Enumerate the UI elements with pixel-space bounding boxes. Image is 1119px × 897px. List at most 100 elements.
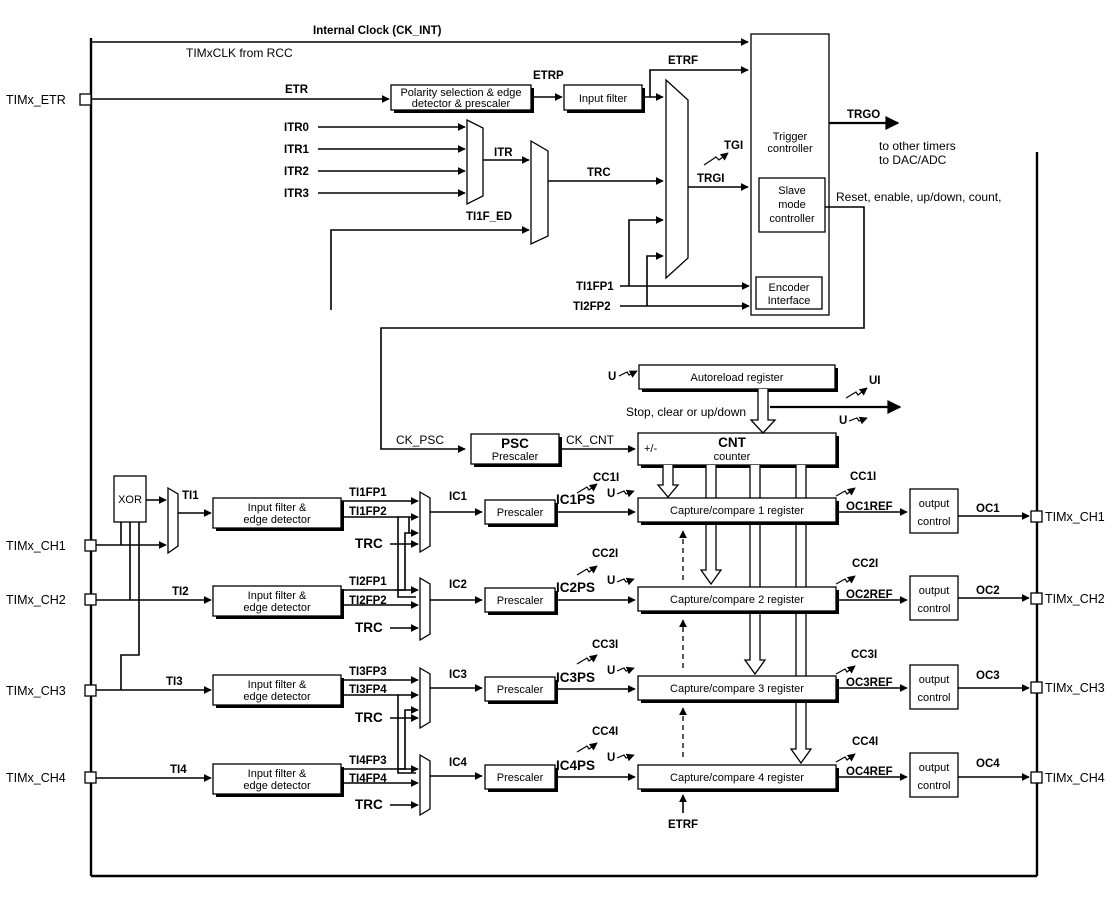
channel-2: TI2 Input filter & edge detector TI2FP1 … bbox=[96, 529, 1105, 642]
ck-cnt-label: CK_CNT bbox=[566, 433, 615, 447]
xor-section: XOR TI1 bbox=[96, 475, 212, 691]
outctl4-label-b: control bbox=[917, 780, 950, 792]
oc3ref-label: OC3REF bbox=[846, 677, 893, 689]
timx-etr-pin[interactable] bbox=[79, 93, 92, 106]
outctl1-label-a: output bbox=[919, 498, 950, 510]
cc3-register-label: Capture/compare 3 register bbox=[670, 683, 804, 695]
trc3-label: TRC bbox=[355, 710, 383, 725]
stop-clear-label: Stop, clear or up/down bbox=[626, 405, 746, 419]
ti4fp3-label: TI4FP3 bbox=[349, 755, 387, 767]
input-filter-label: Input filter bbox=[579, 93, 628, 105]
itr0-label: ITR0 bbox=[284, 122, 309, 134]
timx-ch2-out-label: TIMx_CH2 bbox=[1045, 592, 1105, 606]
tgi-lightning-icon bbox=[703, 152, 729, 166]
psc-label-2: Prescaler bbox=[492, 451, 539, 463]
timx-ch3-in-pin[interactable] bbox=[84, 684, 97, 697]
polarity-label-1: Polarity selection & edge bbox=[400, 87, 521, 99]
output-control-4-block bbox=[909, 752, 959, 798]
autoreload-label: Autoreload register bbox=[691, 372, 784, 384]
timx-ch2-in-pin[interactable] bbox=[84, 593, 97, 606]
timx-ch1-out-pin[interactable] bbox=[1030, 510, 1043, 523]
polarity-label-2: detector & prescaler bbox=[412, 98, 511, 110]
oc1-label: OC1 bbox=[976, 503, 1000, 515]
output-control-2-block bbox=[909, 575, 959, 621]
cc1i-out-label: CC1I bbox=[850, 471, 876, 483]
ti1-label: TI1 bbox=[182, 490, 199, 502]
outctl2-label-a: output bbox=[919, 585, 950, 597]
ti1fp1-enc-label: TI1FP1 bbox=[576, 281, 614, 293]
prescaler3-label: Prescaler bbox=[497, 684, 544, 696]
cc2i-out-label: CC2I bbox=[852, 558, 878, 570]
cc4i-out-lightning-icon bbox=[835, 753, 856, 763]
trc-mux bbox=[530, 139, 549, 246]
ifed2-label-b: edge detector bbox=[243, 602, 311, 614]
ti2fp2-label: TI2FP2 bbox=[349, 595, 387, 607]
itr-mux-section: ITR0 ITR1 ITR2 ITR3 ITR TI1F_ED bbox=[284, 118, 549, 310]
timx-ch4-in-pin[interactable] bbox=[84, 771, 97, 784]
cc1-register-label: Capture/compare 1 register bbox=[670, 505, 804, 517]
prescaler3-block bbox=[484, 676, 556, 702]
trgi-mux bbox=[665, 78, 689, 280]
prescaler4-label: Prescaler bbox=[497, 772, 544, 784]
channel-3: TI3 Input filter & edge detector TI3FP3 … bbox=[121, 639, 1105, 774]
trc2-label: TRC bbox=[355, 620, 383, 635]
timx-ch2-out-pin[interactable] bbox=[1030, 592, 1043, 605]
oc4ref-label: OC4REF bbox=[846, 766, 893, 778]
cnt-label-2: counter bbox=[714, 451, 751, 463]
channel-1: Input filter & edge detector TI1FP1 TI1F… bbox=[212, 471, 1105, 598]
timx-ch4-out-pin[interactable] bbox=[1030, 771, 1043, 784]
oc2-label: OC2 bbox=[976, 585, 1000, 597]
psc-block bbox=[470, 433, 560, 465]
ic1ps-label: IC1PS bbox=[556, 492, 595, 507]
u2-lightning-icon bbox=[616, 577, 635, 586]
ti1f-ed-label: TI1F_ED bbox=[466, 211, 512, 223]
cc4i-in-label: CC4I bbox=[592, 726, 618, 738]
u3-lightning-icon bbox=[616, 666, 635, 675]
encoder-interface-block bbox=[755, 276, 823, 310]
u1-lightning-icon bbox=[616, 489, 635, 498]
cc1i-out-lightning-icon bbox=[835, 487, 856, 497]
etrp-label: ETRP bbox=[533, 70, 564, 82]
timx-ch1-in-pin[interactable] bbox=[84, 539, 97, 552]
trc1-label: TRC bbox=[355, 536, 383, 551]
other-timers-label-1: to other timers bbox=[879, 139, 956, 153]
ifed4-label-b: edge detector bbox=[243, 780, 311, 792]
itr-mux bbox=[466, 118, 484, 206]
ifed3-block bbox=[212, 674, 342, 706]
prescaler2-block bbox=[484, 587, 556, 613]
oc3-label: OC3 bbox=[976, 670, 1000, 682]
prescaler4-block bbox=[484, 764, 556, 790]
ti1fp2-label: TI1FP2 bbox=[349, 506, 387, 518]
tgi-label: TGI bbox=[724, 140, 743, 152]
channel-4: TI4 Input filter & edge detector TI4FP3 … bbox=[96, 706, 1105, 817]
cc3i-in-lightning-icon bbox=[576, 654, 598, 665]
timx-ch2-in-label: TIMx_CH2 bbox=[6, 593, 66, 607]
ic4ps-label: IC4PS bbox=[556, 758, 595, 773]
trgi-mux-section: TRC TRGI TGI TI1FP1 TI2FP2 bbox=[548, 78, 750, 313]
cc2-register-block bbox=[637, 586, 837, 612]
cc1-register-block bbox=[637, 497, 837, 523]
cc4i-in-lightning-icon bbox=[576, 742, 598, 753]
timx-ch3-out-label: TIMx_CH3 bbox=[1045, 681, 1105, 695]
cnt-block bbox=[637, 432, 837, 466]
etr-path: TIMx_ETR ETR Polarity selection & edge d… bbox=[6, 55, 749, 113]
oc4-label: OC4 bbox=[976, 758, 1000, 770]
ic4-label: IC4 bbox=[449, 757, 468, 769]
timx-ch3-out-pin[interactable] bbox=[1030, 681, 1043, 694]
ti3fp3-label: TI3FP3 bbox=[349, 666, 387, 678]
internal-clock-line: Internal Clock (CK_INT) TIMxCLK from RCC bbox=[91, 25, 749, 60]
ck-psc-label: CK_PSC bbox=[396, 433, 444, 447]
ti4fp4-label: TI4FP4 bbox=[349, 773, 387, 785]
cc3i-out-label: CC3I bbox=[851, 649, 877, 661]
timx-ch3-in-label: TIMx_CH3 bbox=[6, 684, 66, 698]
ti4-label: TI4 bbox=[170, 764, 187, 776]
cc2-register-label: Capture/compare 2 register bbox=[670, 594, 804, 606]
ti3fp4-label: TI3FP4 bbox=[349, 684, 387, 696]
other-timers-label-2: to DAC/ADC bbox=[879, 153, 947, 167]
outctl1-label-b: control bbox=[917, 516, 950, 528]
trgi-label: TRGI bbox=[697, 173, 724, 185]
trc-label: TRC bbox=[587, 167, 611, 179]
encoder-label-1: Encoder bbox=[769, 282, 810, 294]
timx-ch1-out-label: TIMx_CH1 bbox=[1045, 510, 1105, 524]
ifed4-block bbox=[212, 763, 342, 795]
